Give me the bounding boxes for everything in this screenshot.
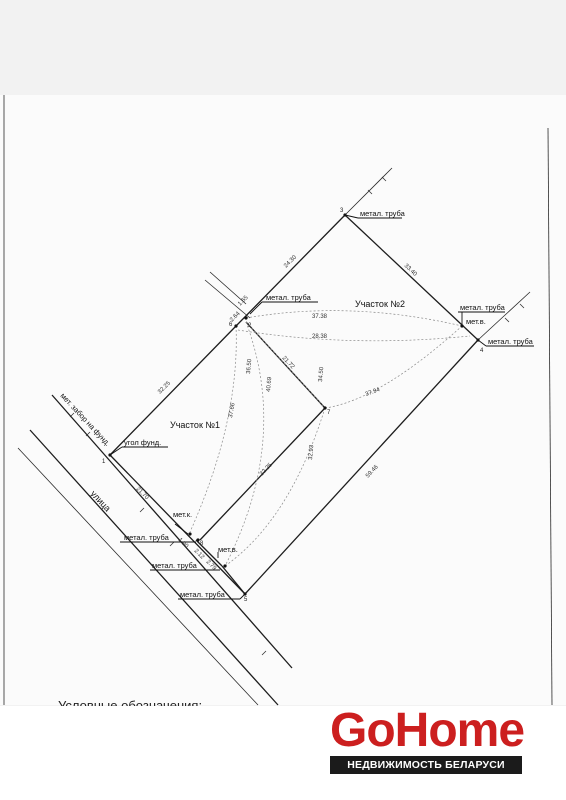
gohome-logo: GoHome НЕДВИЖИМОСТЬ БЕЛАРУСИ bbox=[330, 704, 525, 776]
dim-37-66: 37.66 bbox=[228, 402, 237, 418]
street-lines bbox=[17, 394, 293, 706]
corner-note: угол фунд. bbox=[124, 438, 161, 447]
pipe-label-4: метал. труба bbox=[488, 337, 534, 346]
met-v-label-right: мет.в. bbox=[466, 317, 486, 326]
parcel-2-label: Участок №2 bbox=[355, 299, 405, 309]
dim-37-94: 37.94 bbox=[365, 387, 382, 398]
pipe-label-bottom: метал. труба bbox=[180, 590, 226, 599]
parcel-1-label: Участок №1 bbox=[170, 420, 220, 430]
point-1: 1 bbox=[102, 459, 106, 465]
logo-home: Home bbox=[394, 704, 525, 757]
logo-tagline: НЕДВИЖИМОСТЬ БЕЛАРУСИ bbox=[330, 756, 522, 774]
leader-lines bbox=[109, 214, 534, 600]
dimension-arcs bbox=[189, 310, 471, 567]
point-8: 8 bbox=[200, 541, 204, 547]
point-7: 7 bbox=[327, 410, 331, 416]
point-2: 2 bbox=[248, 323, 252, 329]
point-5: 5 bbox=[244, 597, 248, 603]
pipe-label-right: метал. труба bbox=[460, 303, 506, 312]
point-6: 6 bbox=[229, 322, 233, 328]
dim-40-69: 40.69 bbox=[266, 376, 273, 392]
point-3: 3 bbox=[340, 208, 344, 214]
met-v-label-left: мет.в. bbox=[218, 545, 238, 554]
met-k-label: мет.к. bbox=[173, 510, 192, 519]
logo-go: Go bbox=[330, 704, 396, 757]
paper-sheet bbox=[0, 95, 566, 705]
dim-36-50: 36.50 bbox=[246, 358, 253, 374]
dim-34-50: 34.50 bbox=[318, 366, 325, 382]
dim-28-38: 28.38 bbox=[312, 334, 328, 340]
survey-points bbox=[108, 213, 480, 596]
point-4: 4 bbox=[480, 348, 484, 354]
pipe-label-2: метал. труба bbox=[266, 293, 312, 302]
pipe-label-left-2: метал. труба bbox=[152, 561, 198, 570]
pipe-label-top: метал. труба bbox=[360, 209, 406, 218]
logo-wordmark: GoHome bbox=[330, 704, 525, 757]
dim-32-93: 32.93 bbox=[308, 444, 315, 460]
dim-37-38: 37.38 bbox=[312, 314, 328, 320]
edge-ticks bbox=[69, 176, 525, 656]
pipe-label-left-1: метал. труба bbox=[124, 533, 170, 542]
